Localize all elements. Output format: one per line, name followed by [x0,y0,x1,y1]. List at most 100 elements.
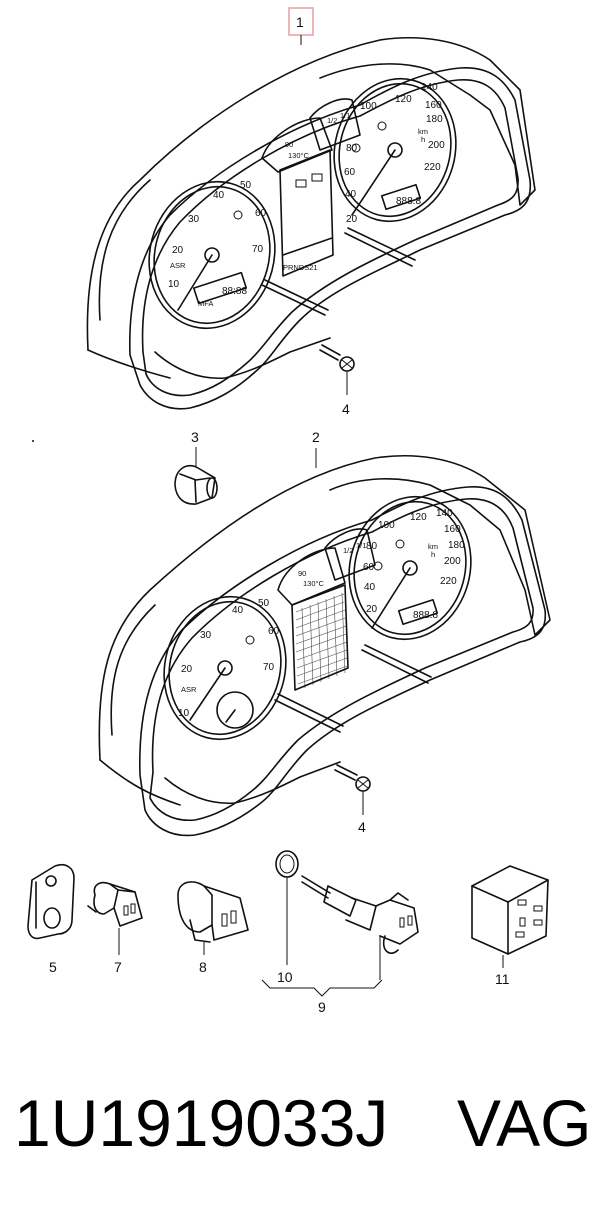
cluster-top-fuel-gauge [309,98,361,151]
cluster-top-temp-max-label: 130°C [288,151,310,160]
item-4-label-top: 4 [342,401,350,417]
warning-lamp-icon [373,561,383,571]
item-11-label: 11 [495,971,510,987]
cluster-bottom-speedo-label: 120 [410,512,427,523]
warning-lamp-icon [245,635,255,645]
cluster-bottom-temp-gauge [277,547,346,606]
bulb-socket-item-3 [174,464,218,505]
gasket-item-5 [27,863,75,940]
cluster-bottom-speedo-label: 20 [366,604,378,615]
cluster-top-temp-label: 90 [285,140,293,149]
sensor-item-7 [87,881,143,927]
sensor-item-8 [177,881,249,943]
item-9-label: 9 [318,999,326,1015]
brand-text: VAG [457,1086,592,1160]
item-4-label-bottom: 4 [358,819,366,835]
cluster-bottom-asr-label: ASR [181,685,197,694]
cluster-top-speedo-label: 200 [428,140,445,151]
cluster-bottom-fuel-gauge [324,528,376,581]
cluster-bottom-tacho-label: 60 [268,626,280,637]
cluster-top-temp-gauge [261,117,333,173]
cluster-top-h-label: h [421,135,425,144]
cluster-top-tacho-label: 60 [255,208,267,219]
cluster-bottom-tacho-label: 30 [200,630,212,641]
cluster-bottom-bezel [138,486,547,837]
warning-lamp-icon [377,121,387,131]
cluster-bottom-speedo-label: 100 [378,520,395,531]
cluster-top-speedo-label: 120 [395,94,412,105]
cluster-bottom-tacho-label: 20 [181,664,193,675]
cluster-top-fuel-full-label: 1/1 [340,111,350,120]
cluster-bottom-speedo-label: 140 [436,508,453,519]
cluster-top-speedo-label: 160 [425,100,442,111]
cluster-bottom-speedo-label: 220 [440,576,457,587]
cluster-bottom-tachometer-dial [163,595,287,741]
cluster-top-tacho-needle [177,254,213,311]
cluster-bottom-mount-rod [274,693,344,733]
warning-lamp-icon [233,210,243,220]
cluster-top-speedometer-dial [333,77,457,223]
cluster-bottom-temp-label: 90 [298,569,306,578]
cluster-top-speedo-label: 180 [426,114,443,125]
item-1-label: 1 [296,14,304,30]
cluster-bottom-tacho-label: 50 [258,598,270,609]
cluster-bottom-odometer-readout: 888.8 [413,610,438,621]
cluster-bottom-speedometer-dial [348,495,472,641]
instrument-cluster-bottom: 10 20 30 40 50 60 70 ASR 20 40 60 80 100… [98,455,551,837]
cluster-bottom-speedo-label: 60 [363,562,375,573]
cluster-top-km-label: km [418,127,428,136]
relay-item-11 [471,865,549,955]
item-8-label: 8 [199,959,207,975]
cluster-top-speedo-label: 220 [424,162,441,173]
cluster-bottom-fuel-full-label: 1/1 [356,541,366,550]
cluster-top-tacho-lcd [192,271,248,305]
cluster-bottom-speedo-label: 180 [448,540,465,551]
cluster-top-mount-rod [261,279,329,316]
cluster-bottom-speedo-label: 40 [364,582,376,593]
cluster-bottom-temp-max-label: 130°C [303,579,325,588]
cluster-top-clock-readout: 88:88 [222,286,247,297]
cluster-top-tacho-label: 10 [168,279,180,290]
cluster-top-tacho-label: 50 [240,180,252,191]
sender-item-9 [301,875,419,954]
item-3-label: 3 [191,429,199,445]
warning-lamp-icon [295,179,307,188]
cluster-top-speedo-label: 40 [345,189,357,200]
cluster-top-gear-display: PRNDS21 [283,263,318,272]
item-9-bracket [261,979,383,997]
cluster-top-tacho-label: 70 [252,244,264,255]
cluster-bottom-speedo-label: 160 [444,524,461,535]
instrument-cluster-top: 10 20 30 40 50 60 70 ASR MFA 88:88 20 40… [86,37,536,410]
cluster-top-speedo-needle [351,149,396,216]
cluster-bottom-sub-dial [216,691,254,729]
part-number-text: 1U1919033J [14,1086,389,1160]
warning-lamp-icon [395,539,405,549]
screw-item-4-bottom [334,764,371,792]
cluster-top-tacho-label: 30 [188,214,200,225]
cluster-bottom-speedo-label: 200 [444,556,461,567]
cluster-top-fuel-half-label: 1/2 [327,116,337,125]
cluster-top-tacho-label: 20 [172,245,184,256]
cluster-top-centre-display [279,149,334,277]
cluster-top-mfa-label: MFA [198,299,213,308]
item-7-label: 7 [114,959,122,975]
cluster-bottom-tacho-label: 70 [263,662,275,673]
cluster-top-tacho-label: 40 [213,190,225,201]
item-2-label: 2 [312,429,320,445]
item-10-label: 10 [277,969,293,985]
cluster-bottom-tacho-label: 40 [232,605,244,616]
item-5-label: 5 [49,959,57,975]
cluster-top-speedo-label: 20 [346,214,358,225]
cluster-top-asr-label: ASR [170,261,186,270]
cluster-bottom-speedo-label: 80 [366,541,378,552]
cluster-bottom-km-label: km [428,542,438,551]
cluster-top-speedo-label: 140 [421,82,438,93]
cluster-bottom-h-label: h [431,550,435,559]
warning-lamp-icon [311,173,323,182]
cluster-top-housing [86,37,536,351]
cluster-top-speedo-label: 60 [344,167,356,178]
cluster-bottom-centre-display [291,584,349,691]
cluster-top-speedo-lcd [380,183,422,211]
